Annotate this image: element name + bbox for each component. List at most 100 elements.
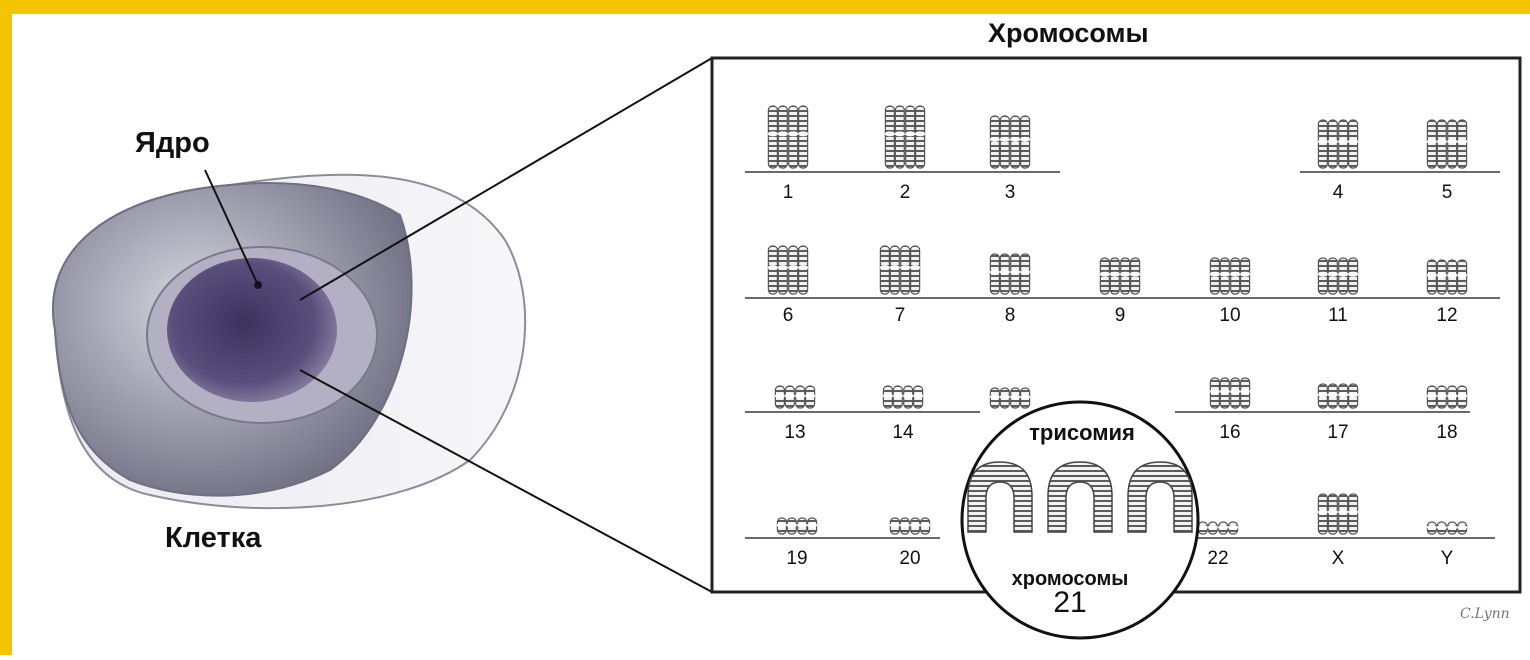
chromosome [1317, 493, 1328, 535]
chromosome [892, 385, 903, 409]
chromosome [1457, 385, 1468, 409]
chromosome [784, 385, 795, 409]
chromosome-label: 7 [894, 305, 906, 326]
chromosome [767, 245, 778, 295]
chromosome [882, 385, 893, 409]
chromosome [1338, 119, 1349, 169]
chromosome-group [767, 105, 1468, 535]
chromosome [767, 105, 778, 169]
chromosome [1209, 257, 1220, 295]
chromosome [795, 385, 806, 409]
chromosome [1447, 119, 1458, 169]
chromosome-label: 11 [1328, 305, 1348, 326]
chromosome [889, 517, 900, 535]
chromosome [900, 245, 911, 295]
chromosomes-title: Хромосомы [988, 18, 1149, 48]
chromosome-label: 18 [1436, 422, 1458, 443]
chromosome [1447, 385, 1458, 409]
yellow-left-border [0, 0, 12, 655]
chromosome [915, 105, 926, 169]
nucleus-pointer-line [204, 169, 259, 286]
chromosomes-21-number: 21 [1053, 586, 1087, 619]
chromosome [1219, 257, 1230, 295]
chromosome [1317, 257, 1328, 295]
chromosome [1426, 259, 1437, 295]
chromosome [999, 253, 1010, 295]
cell-illustration [52, 173, 527, 510]
chromosome [798, 245, 809, 295]
chromosome [989, 387, 1000, 409]
chromosome [1348, 383, 1359, 409]
chromosome [1317, 119, 1328, 169]
chromosome [910, 517, 921, 535]
chromosome [1209, 377, 1220, 409]
chromosome [894, 105, 905, 169]
chromosome [1338, 383, 1349, 409]
chromosome [1240, 377, 1251, 409]
chromosome [905, 105, 916, 169]
chromosome [1348, 493, 1359, 535]
chromosome [777, 105, 788, 169]
trisomy-callout-circle [960, 400, 1200, 640]
chromosome [1436, 521, 1447, 535]
chromosome [807, 517, 818, 535]
chromosome [1426, 385, 1437, 409]
chromosome [1348, 257, 1359, 295]
chromosome [913, 385, 924, 409]
karyotype-baselines [745, 171, 1500, 539]
chromosome-label: Y [1440, 548, 1454, 569]
chromosome [805, 385, 816, 409]
chromosome [999, 115, 1010, 169]
chromosome [1240, 257, 1251, 295]
chromosome [1197, 521, 1208, 535]
chromosome [798, 105, 809, 169]
zoom-line-bottom [299, 369, 713, 593]
chromosome-21 [967, 461, 1033, 533]
yellow-top-border [0, 0, 1530, 14]
chromosome [1457, 119, 1468, 169]
chromosome [1020, 253, 1031, 295]
chromosome-label: 14 [892, 422, 914, 443]
chromosome-label: 16 [1219, 422, 1241, 443]
chromosome-21 [1047, 461, 1113, 533]
trisomy-label: трисомия [1029, 420, 1135, 445]
chromosome [1327, 383, 1338, 409]
chromosome [1436, 119, 1447, 169]
chromosome [776, 517, 787, 535]
nucleus-core [167, 258, 337, 402]
chromosome-label: 13 [784, 422, 806, 443]
chromosome [1317, 383, 1328, 409]
chromosome [989, 115, 1000, 169]
chromosome [1010, 253, 1021, 295]
chromosome [1228, 521, 1239, 535]
chromosome [1099, 257, 1110, 295]
chromosome [797, 517, 808, 535]
chromosome [999, 387, 1010, 409]
chromosome [1457, 259, 1468, 295]
chromosome [1230, 377, 1241, 409]
chromosome [989, 253, 1000, 295]
chromosome-label: 20 [899, 548, 921, 569]
chromosome [1426, 119, 1437, 169]
chromosome [1436, 385, 1447, 409]
chromosome-label: 17 [1327, 422, 1349, 443]
chromosome [1020, 115, 1031, 169]
trisomy-21-chromosomes [967, 461, 1193, 533]
chromosome [879, 245, 890, 295]
chromosome [1010, 115, 1021, 169]
chromosome-21 [1127, 461, 1193, 533]
chromosome [1426, 521, 1437, 535]
zoom-line-top [299, 57, 713, 301]
chromosome-label: 10 [1219, 305, 1241, 326]
chromosome [910, 245, 921, 295]
chromosomes-21-word: хромосомы [1011, 568, 1129, 590]
chromosome-label: X [1331, 548, 1345, 569]
chromosome [788, 245, 799, 295]
chromosome [1109, 257, 1120, 295]
chromosome [899, 517, 910, 535]
chromosome-label: 1 [782, 182, 794, 203]
chromosome-label: 6 [782, 305, 794, 326]
chromosome [1457, 521, 1468, 535]
